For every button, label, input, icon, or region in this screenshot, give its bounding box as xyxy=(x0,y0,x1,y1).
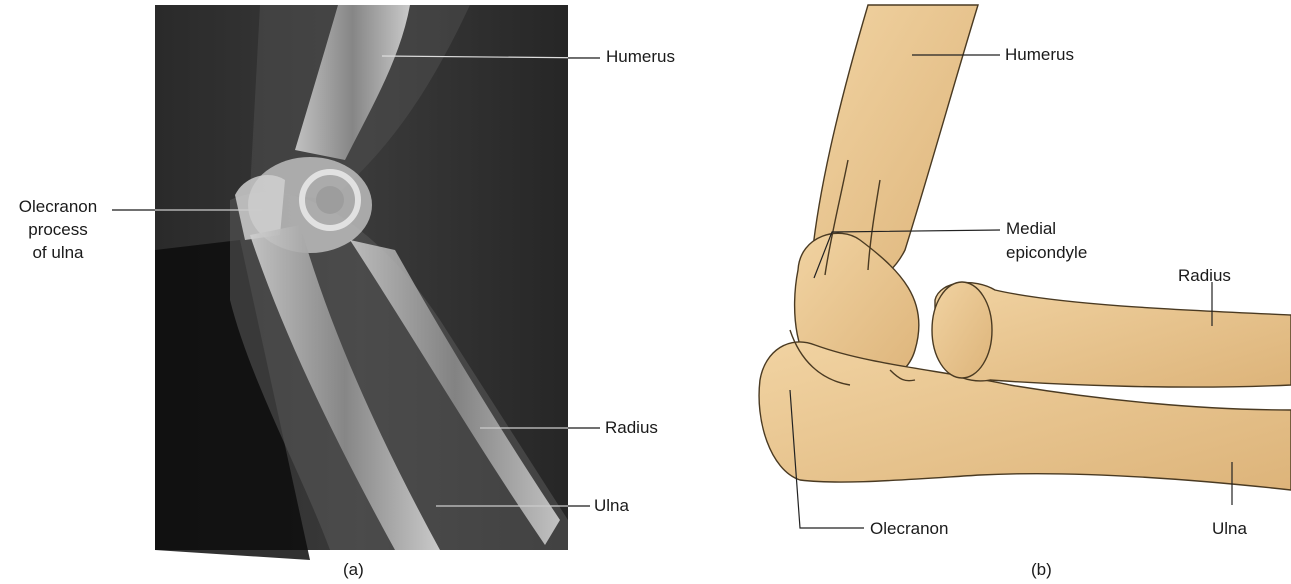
label-a-olecranon-line1: Olecranon xyxy=(6,197,110,217)
label-b-ulna: Ulna xyxy=(1212,519,1247,539)
label-a-radius: Radius xyxy=(605,418,658,438)
radial-head xyxy=(932,282,992,378)
label-b-medial-line1: Medial xyxy=(1006,219,1056,239)
caption-b: (b) xyxy=(1031,560,1052,580)
label-b-radius: Radius xyxy=(1178,266,1231,286)
xray-image xyxy=(155,5,568,560)
label-a-ulna: Ulna xyxy=(594,496,629,516)
label-b-olecranon: Olecranon xyxy=(870,519,948,539)
caption-a: (a) xyxy=(343,560,364,580)
label-a-olecranon-line2: process xyxy=(6,220,110,240)
label-b-medial-line2: epicondyle xyxy=(1006,243,1087,263)
label-a-olecranon-line3: of ulna xyxy=(6,243,110,263)
label-a-humerus: Humerus xyxy=(606,47,675,67)
label-b-humerus: Humerus xyxy=(1005,45,1074,65)
